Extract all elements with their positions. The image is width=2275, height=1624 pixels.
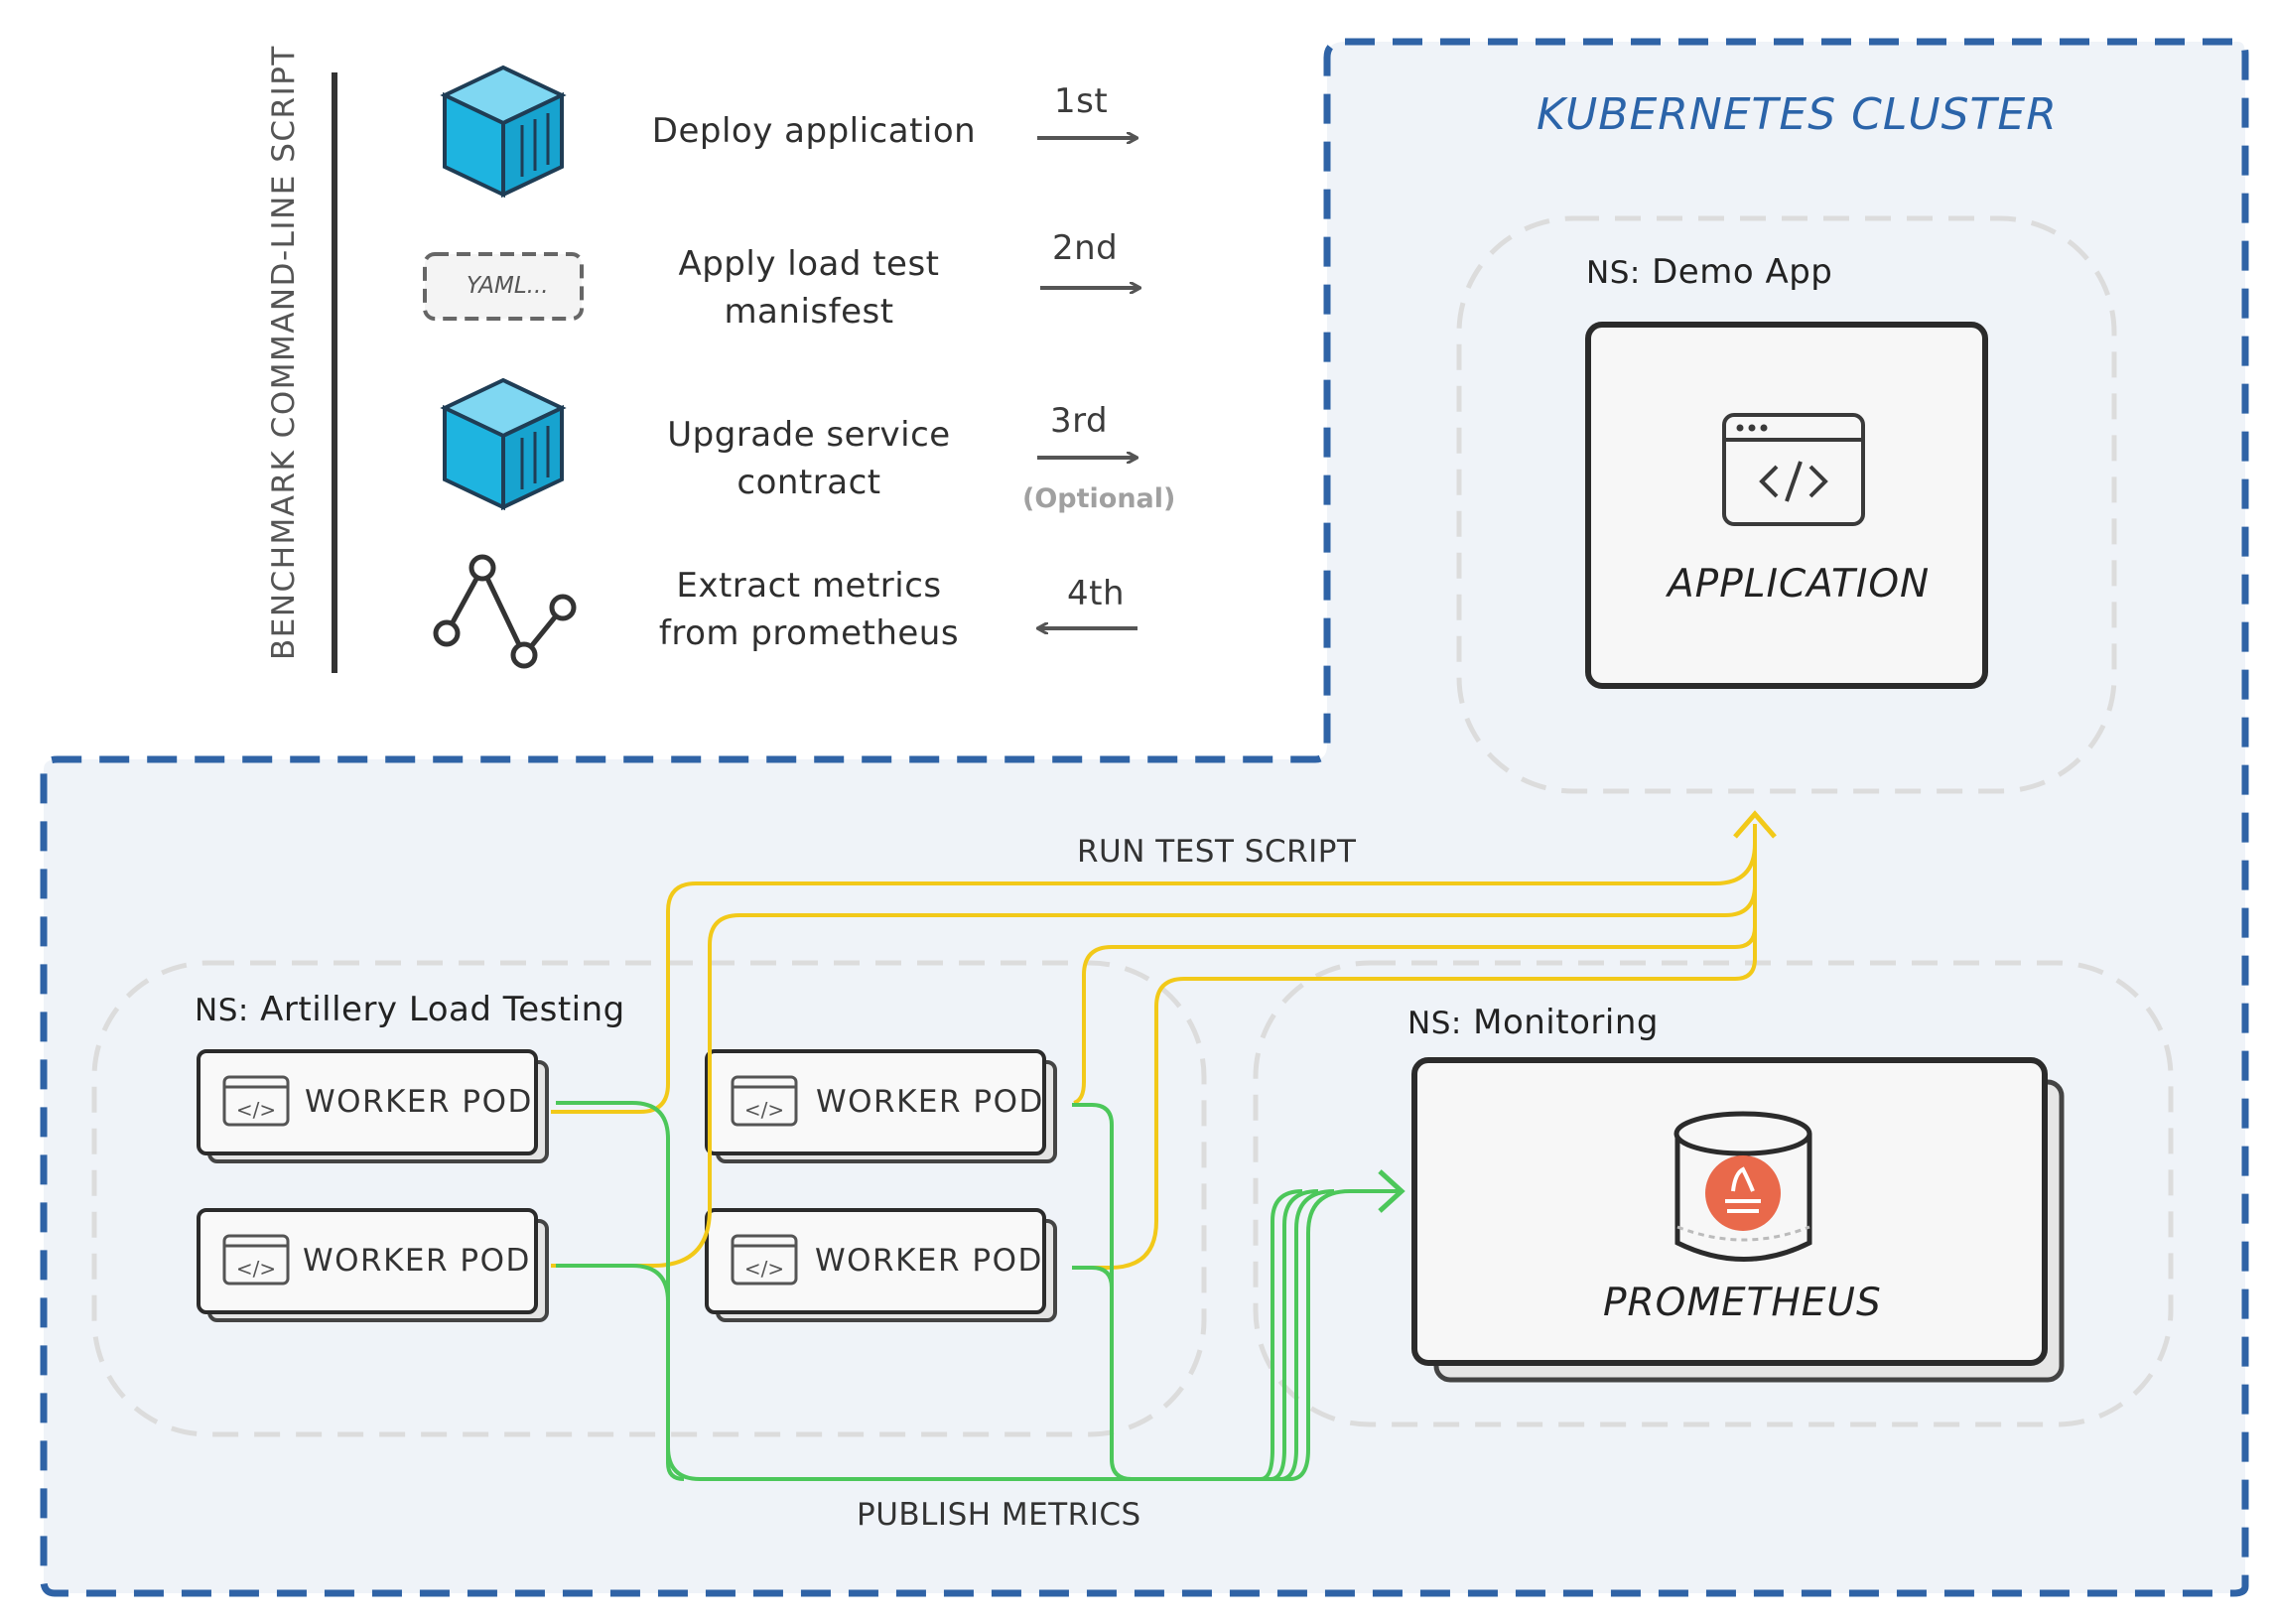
ns-monitoring-area [1253,960,2174,1427]
pod-code-icon: </> [222,1075,290,1127]
prometheus-box [1411,1057,2065,1383]
worker-pod-label: WORKER POD [815,1243,1043,1279]
prometheus-database-icon [1673,1111,1812,1262]
yaml-file-icon [423,252,584,321]
step-1-label: Deploy application [651,111,977,151]
run-test-script-label: RUN TEST SCRIPT [1077,834,1357,870]
step-3-label: Upgrade service contract [667,415,951,502]
step-3-order: 3rd [1050,401,1109,441]
metrics-graph-icon [433,554,577,669]
ns-artillery-label: NS: Artillery Load Testing [195,990,625,1029]
ns-demo-label: NS: Demo App [1586,252,1833,292]
run-test-arrowhead [1733,810,1777,839]
application-label: APPLICATION [1668,562,1931,607]
ns-monitoring-label: NS: Monitoring [1407,1003,1659,1042]
pod-code-icon: </> [731,1075,798,1127]
container-cube-icon [440,65,567,199]
step-4-order: 4th [1067,574,1126,613]
step-3-optional-note: (Optional) [1022,483,1176,514]
cluster-title: KUBERNETES CLUSTER [1537,89,2058,140]
step-2-label: Apply load test manisfest [678,244,940,332]
step-2-order: 2nd [1052,228,1119,268]
step-1-order: 1st [1054,81,1109,121]
ns-artillery-area [91,960,1207,1437]
worker-pod-label: WORKER POD [303,1243,531,1279]
svg-text:</>: </> [236,1098,276,1122]
svg-text:</>: </> [744,1257,784,1281]
publish-metrics-label: PUBLISH METRICS [857,1497,1141,1533]
prometheus-label: PROMETHEUS [1603,1281,1882,1325]
ns-demo-area [1456,215,2117,794]
container-cube-icon [440,377,567,511]
pod-code-icon: </> [731,1234,798,1286]
worker-pod-label: WORKER POD [816,1084,1044,1120]
pod-code-icon: </> [222,1234,290,1286]
script-title: BENCHMARK COMMAND-LINE SCRIPT [266,45,302,660]
publish-metrics-arrowhead [1378,1169,1405,1213]
step-4-label: Extract metrics from prometheus [658,566,960,653]
svg-text:</>: </> [236,1257,276,1281]
code-window-icon [1722,413,1865,526]
application-box [1585,322,1988,689]
worker-pod-label: WORKER POD [305,1084,533,1120]
yaml-icon-text: YAML... [467,273,549,299]
svg-text:</>: </> [744,1098,784,1122]
run-test-lines [551,824,1757,1270]
publish-metrics-lines [556,1101,1400,1481]
